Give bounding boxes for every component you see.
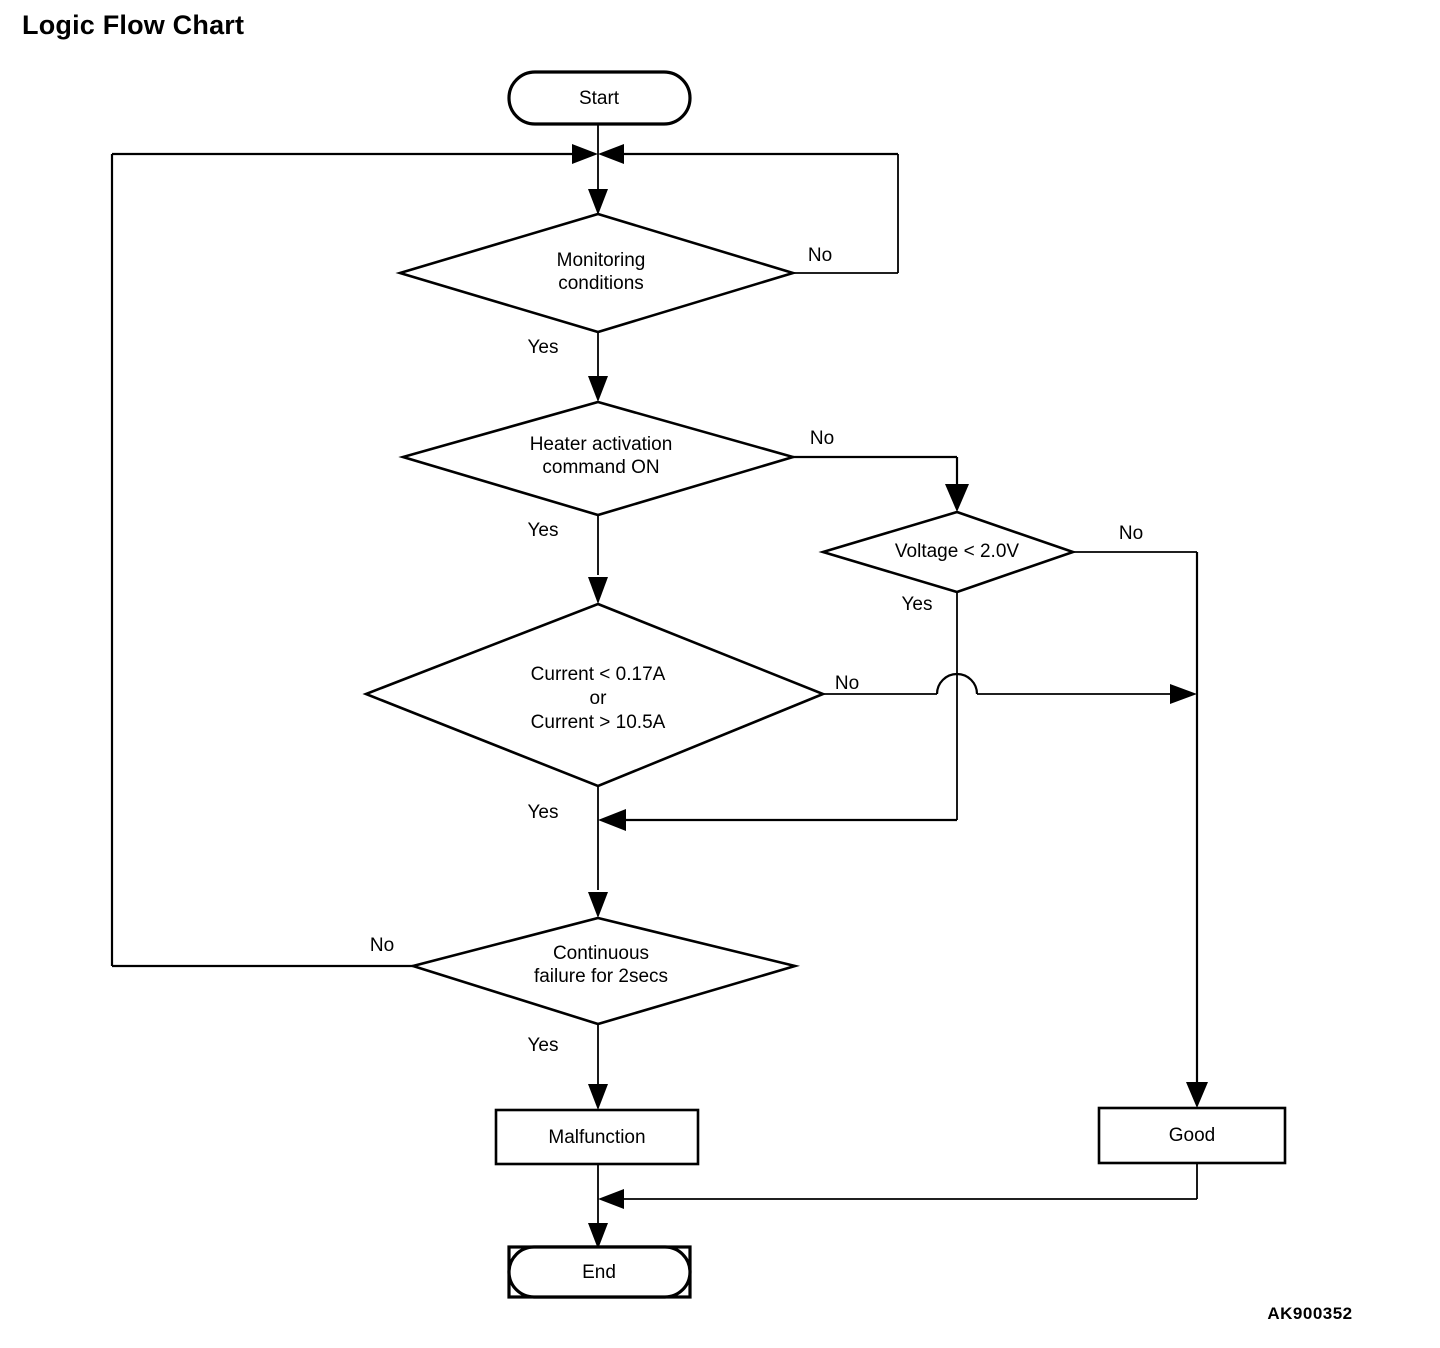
node-end-label: End — [582, 1262, 616, 1283]
edge-label-voltage-no: No — [1119, 523, 1143, 544]
node-heater-label-line1: Heater activation — [530, 434, 673, 455]
arrow-into-end — [588, 1223, 608, 1249]
node-voltage-label: Voltage < 2.0V — [895, 541, 1019, 562]
node-malfunction-label: Malfunction — [548, 1127, 645, 1148]
node-malfunction[interactable] — [494, 1108, 700, 1166]
edge-label-continuous-no: No — [370, 935, 394, 956]
node-monitoring-label-line1: Monitoring — [557, 250, 646, 271]
arrow-good-into-end-stem — [598, 1189, 624, 1209]
arrow-into-monitoring — [588, 189, 608, 215]
edge-label-continuous-yes: Yes — [528, 1035, 559, 1056]
wire-hop-crossover — [935, 672, 979, 695]
arrow-left-loop-into-junction — [572, 144, 598, 164]
figure-reference-code: AK900352 — [1267, 1304, 1353, 1323]
node-heater-activation[interactable] — [398, 400, 798, 517]
arrow-into-voltage — [945, 484, 969, 512]
node-heater-label-line2: command ON — [542, 457, 659, 478]
node-current-check[interactable] — [362, 602, 827, 788]
node-good[interactable] — [1097, 1106, 1287, 1165]
node-monitoring-label-line2: conditions — [558, 273, 644, 294]
node-current-label-line3: Current > 10.5A — [531, 712, 666, 733]
edge-label-monitoring-no: No — [808, 245, 832, 266]
arrow-into-continuous — [588, 892, 608, 918]
edge-label-monitoring-yes: Yes — [528, 337, 559, 358]
node-continuous-label-line2: failure for 2secs — [534, 966, 668, 987]
node-continuous-failure[interactable] — [408, 916, 801, 1026]
node-current-label-line2: or — [590, 688, 608, 709]
arrow-into-heater — [588, 376, 608, 402]
arrow-into-malfunction — [588, 1084, 608, 1110]
arrow-into-good — [1186, 1082, 1208, 1108]
page-title: Logic Flow Chart — [22, 10, 245, 40]
edge-label-voltage-yes: Yes — [902, 594, 933, 615]
node-end-rounded[interactable] — [507, 1245, 692, 1299]
edge-label-current-yes: Yes — [528, 802, 559, 823]
arrow-current-no-into-good-column — [1170, 684, 1197, 704]
node-start-label: Start — [579, 88, 620, 109]
arrow-voltage-yes-into-current-yes — [598, 809, 626, 831]
node-continuous-label-line1: Continuous — [553, 943, 649, 964]
node-good-label: Good — [1169, 1125, 1215, 1146]
edge-label-heater-yes: Yes — [528, 520, 559, 541]
node-monitoring-conditions[interactable] — [395, 212, 798, 334]
edge-label-current-no: No — [835, 673, 859, 694]
edge-label-heater-no: No — [810, 428, 834, 449]
node-voltage-check[interactable] — [818, 510, 1077, 594]
node-start[interactable] — [507, 70, 692, 126]
arrow-right-loop-into-junction — [598, 144, 624, 164]
arrow-into-current — [588, 577, 608, 604]
node-current-label-line1: Current < 0.17A — [531, 664, 666, 685]
